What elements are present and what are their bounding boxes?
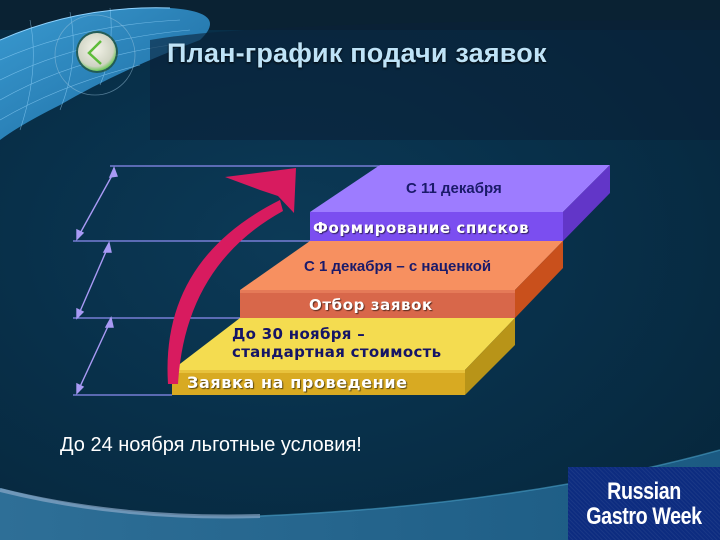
step-2-title-label: Отбор заявок	[309, 296, 433, 314]
step-3-title-label: Формирование списков	[313, 219, 530, 237]
footer-note: До 24 ноября льготные условия!	[60, 434, 362, 456]
back-button[interactable]	[76, 31, 118, 73]
logo-line-1: Russian	[607, 478, 681, 505]
guide-lines	[73, 165, 420, 396]
step-2-date-label: С 1 декабря – с наценкой	[304, 258, 492, 275]
double-arrow-icons	[76, 166, 118, 395]
step-1-block	[172, 318, 515, 395]
step-2-block	[240, 241, 563, 318]
growth-arrow-icon	[167, 168, 296, 384]
step-1-date-line1: До 30 ноября –	[232, 325, 366, 343]
chevron-left-icon	[87, 40, 102, 65]
step-1-date-label: До 30 ноября – стандартная стоимость	[232, 325, 441, 361]
step-3-block	[310, 165, 610, 241]
step-3-date-label: С 11 декабря	[406, 180, 502, 197]
step-1-title-label: Заявка на проведение	[187, 373, 408, 392]
step-1-date-line2: стандартная стоимость	[232, 343, 442, 361]
brand-logo: Russian Gastro Week	[568, 467, 720, 540]
page-title: План-график подачи заявок	[167, 38, 547, 68]
logo-line-2: Gastro Week	[586, 503, 702, 530]
